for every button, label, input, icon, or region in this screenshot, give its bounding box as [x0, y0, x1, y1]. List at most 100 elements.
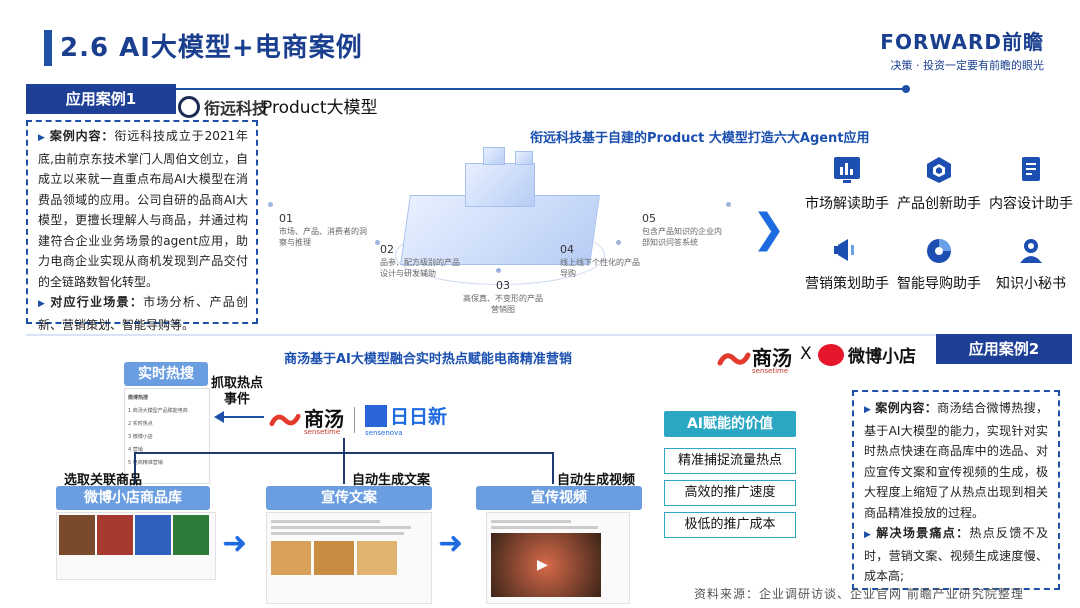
agent-market-analysis: 市场解读助手 [800, 155, 894, 213]
header-divider [44, 88, 906, 90]
weibo-icon [818, 343, 844, 366]
text-line [271, 526, 412, 529]
branch-connector [343, 438, 345, 484]
auto-video-label: 自动生成视频 [557, 473, 636, 488]
source-note: 资料来源：企业调研访谈、企业官网 前瞻产业研究院整理 [694, 587, 1024, 601]
case1-scene-label: 对应行业场景 [50, 295, 130, 309]
food-image [314, 541, 354, 575]
text-line [491, 526, 599, 529]
platform-cube [465, 163, 535, 207]
logo-separator [354, 406, 355, 433]
platform-small-cube [515, 151, 533, 165]
brand-slogan: 决策 · 投资一定要有前瞻的眼光 [890, 59, 1045, 72]
product-model-platform-graphic [395, 147, 605, 285]
case1-diagram-title: 衔远科技基于自建的Product 大模型打造六大Agent应用 [530, 131, 870, 146]
agent-smart-shopping-guide: 智能导购助手 [892, 235, 986, 293]
brand-logo: FORWARD前瞻 决策 · 投资一定要有前瞻的眼光 [880, 26, 1044, 73]
hot-search-list: 微博热搜 1 商汤大模型产品赋能电商 2 实时热点 3 微博小店 4 营销 5 … [124, 388, 210, 484]
case2-pain-text: 热点反馈不及时，营销文案、视频生成速度慢、成本高; [864, 526, 1048, 583]
case1-description: ▶案例内容：衔远科技成立于2021年底,由前京东技术掌门人周伯文创立，自成立以来… [26, 120, 258, 332]
list-item: 2 实时热点 [128, 421, 153, 427]
yuan-tech-mark-icon [178, 96, 200, 118]
product-library-screenshot [56, 512, 216, 580]
step-dot [616, 240, 621, 245]
sensetime-mark-icon [269, 413, 301, 426]
value-item: 极低的推广成本 [664, 512, 796, 538]
arrow-left-icon [214, 411, 264, 423]
case2-content-para: ▶案例内容：商汤结合微博热搜，基于AI大模型的能力，实现针对实时热点快速在商品库… [864, 401, 1048, 520]
product-image [173, 515, 209, 555]
case2-pain-para: ▶解决场景痛点：热点反馈不及时，营销文案、视频生成速度慢、成本高; [864, 526, 1048, 583]
weibo-shop-library-pill: 微博小店商品库 [56, 486, 210, 510]
step-dot [375, 240, 380, 245]
text-line [271, 520, 381, 523]
agent-product-innovation: 产品创新助手 [892, 155, 986, 213]
hot-search-pill: 实时热搜 [124, 362, 208, 386]
case1-content-para: ▶案例内容：衔远科技成立于2021年底,由前京东技术掌门人周伯文创立，自成立以来… [38, 129, 248, 289]
cube-icon [924, 155, 954, 185]
food-image [357, 541, 397, 575]
chevron-right-icon: ❯ [752, 206, 786, 252]
agent-knowledge-secretary: 知识小秘书 [984, 235, 1078, 293]
case1-tag: 应用案例1 [26, 84, 176, 114]
food-image [271, 541, 311, 575]
value-item: 高效的推广速度 [664, 480, 796, 506]
triangle-bullet-icon: ▶ [864, 530, 873, 540]
hot-list-title: 微博热搜 [128, 395, 149, 401]
bar-chart-icon [832, 155, 862, 185]
ririxin-mark-icon [365, 404, 387, 427]
capture-hot-label: 抓取热点事件 [210, 376, 263, 407]
arrow-right-icon: ➜ [438, 526, 464, 561]
brand-name: FORWARD前瞻 [880, 30, 1044, 54]
triangle-bullet-icon: ▶ [38, 133, 46, 143]
value-item: 精准捕捉流量热点 [664, 448, 796, 474]
section-divider [26, 334, 936, 336]
list-item: 4 营销 [128, 447, 143, 453]
auto-copy-label: 自动生成文案 [352, 473, 431, 488]
case2-description: ▶案例内容：商汤结合微博热搜，基于AI大模型的能力，实现针对实时热点快速在商品库… [852, 390, 1060, 590]
case2-tag: 应用案例2 [936, 334, 1072, 364]
text-line [271, 532, 404, 535]
product-image [135, 515, 171, 555]
triangle-bullet-icon: ▶ [38, 299, 47, 309]
platform-small-cube [483, 147, 505, 165]
document-icon [1016, 155, 1046, 185]
product-image [59, 515, 95, 555]
case2-content-text: 商汤结合微博热搜，基于AI大模型的能力，实现针对实时热点快速在商品库中的选品、对… [864, 401, 1048, 520]
branch-connector [552, 452, 554, 484]
play-icon[interactable]: ▶ [537, 557, 548, 573]
case1-content-label: 案例内容 [49, 129, 102, 143]
video-thumbnail[interactable]: ▶ [491, 533, 601, 597]
case1-content-text: 衔远科技成立于2021年底,由前京东技术掌门人周伯文创立，自成立以来就一直重点布… [38, 129, 248, 289]
list-item: 5 电商精准营销 [128, 460, 163, 466]
case2-pain-label: 解决场景痛点 [876, 526, 957, 540]
step-dot [496, 268, 501, 273]
yuan-tech-name: 衔远科技 [204, 99, 269, 118]
arrow-right-icon: ➜ [222, 526, 248, 561]
person-icon [1016, 235, 1046, 265]
page-title: 2.6 AI大模型+电商案例 [60, 33, 363, 63]
yuan-tech-logo: 衔远科技 [178, 95, 268, 119]
triangle-bullet-icon: ▶ [864, 405, 872, 415]
megaphone-icon [832, 235, 862, 265]
promo-video-screenshot: ▶ [486, 512, 630, 604]
select-products-label: 选取关联商品 [64, 473, 143, 488]
title-accent-bar [44, 30, 52, 66]
case1-scene-text: 市场分析、产品创新、营销策划、智能导购等。 [38, 295, 248, 332]
promo-video-pill: 宣传视频 [476, 486, 642, 510]
collab-x: X [800, 344, 812, 364]
list-item: 3 微博小店 [128, 434, 153, 440]
ririxin-logo: 日日新 sensenova [365, 404, 448, 437]
weibo-shop-logo: 微博小店 [818, 342, 916, 367]
promo-copy-pill: 宣传文案 [266, 486, 432, 510]
case2-content-label: 案例内容 [875, 401, 925, 415]
header-divider-dot [902, 85, 910, 93]
sensetime-mark-icon [717, 352, 751, 365]
